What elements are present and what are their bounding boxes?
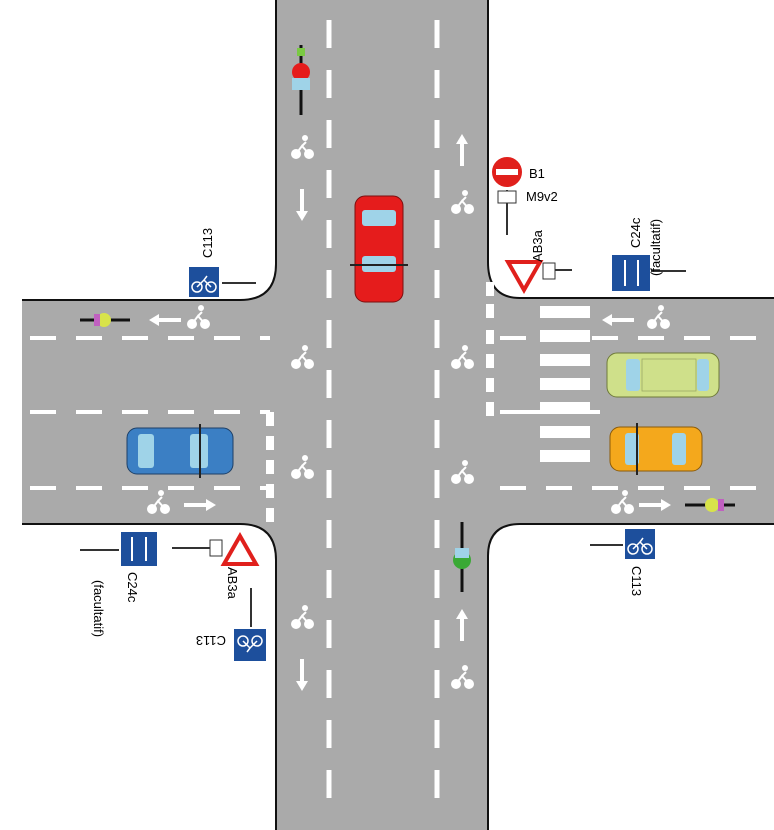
cyclist-west <box>80 313 130 327</box>
orange-car <box>609 423 703 475</box>
sign-c24c-top: C24c (facultatif) <box>610 217 686 293</box>
cyclist-east <box>685 498 735 512</box>
sign-c24c-bottom: C24c (facultatif) <box>80 530 159 637</box>
sign-c24c-label: C24c <box>125 572 140 603</box>
sign-ab3a-bottom: AB3a <box>172 531 260 600</box>
sign-c113-top-left: C113 <box>187 228 256 299</box>
sign-c113-bottom: C113 <box>196 588 268 663</box>
sign-ab3a-top: AB3a <box>504 229 572 295</box>
give-way-lines <box>266 282 494 522</box>
sign-b1-label: B1 <box>529 166 545 181</box>
cyclist-south <box>453 522 471 592</box>
green-car <box>606 352 720 398</box>
red-car <box>350 195 408 303</box>
sign-c113-right: C113 <box>590 527 657 596</box>
cyclist-north <box>292 45 310 115</box>
pedestrian-crossing <box>540 306 590 462</box>
sign-c113-label: C113 <box>196 633 226 648</box>
sign-ab3a-label: AB3a <box>530 229 545 262</box>
sign-m9v2-label: M9v2 <box>526 189 558 204</box>
sign-b1: B1 M9v2 <box>490 155 558 235</box>
sign-ab3a-label: AB3a <box>225 567 240 600</box>
road-surface <box>22 0 774 830</box>
sign-c113-label: C113 <box>629 566 644 596</box>
sign-c24c-note: (facultatif) <box>648 219 663 276</box>
blue-car <box>126 424 234 478</box>
sign-c24c-note: (facultatif) <box>91 580 106 637</box>
sign-c113-label: C113 <box>200 228 215 258</box>
sign-c24c-label: C24c <box>628 217 643 248</box>
lane-markings-vertical <box>326 20 440 820</box>
